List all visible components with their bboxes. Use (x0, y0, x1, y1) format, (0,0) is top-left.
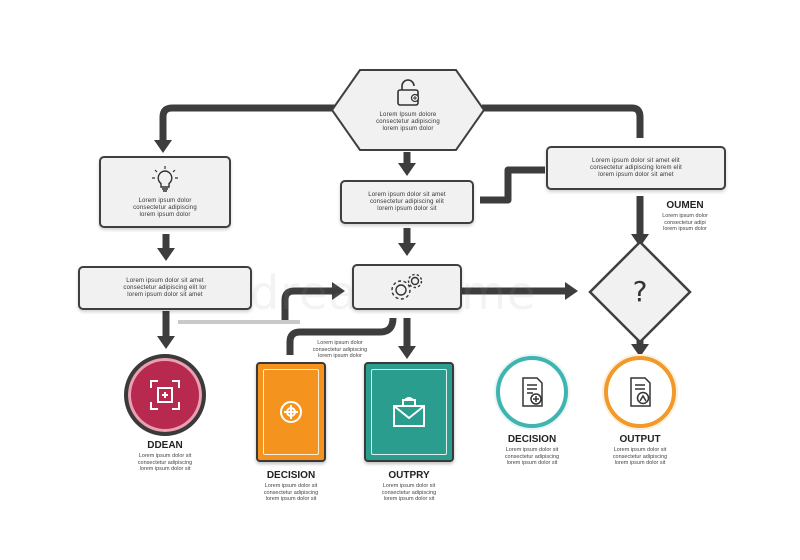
idea-box-text: Lorem ipsum dolor consectetur adipiscing… (133, 198, 197, 218)
center-step-text: Lorem ipsum dolor sit amet consectetur a… (368, 191, 446, 212)
document-icon (522, 377, 543, 407)
tile-inner-border (263, 369, 319, 455)
lock-icon (397, 79, 420, 106)
arrowhead (398, 163, 416, 176)
outcome-decision-circle-text: Lorem ipsum dolor sit consectetur adipis… (504, 447, 560, 466)
question-mark-icon: ? (632, 275, 648, 308)
outcome-outpry-text: Lorem ipsum dolor sit consectetur adipis… (381, 483, 437, 502)
outcome-outpry-tile[interactable] (364, 362, 454, 462)
arrowhead (398, 243, 416, 256)
mid-note-text: Lorem ipsum dolor consectetur adipiscing… (312, 340, 368, 359)
connector-process-curl (286, 317, 397, 355)
arrowhead (332, 282, 345, 300)
arrowhead (154, 140, 172, 153)
outcome-outpry-title: OUTPRY (388, 470, 430, 481)
arrowhead (631, 344, 649, 357)
center-step-box[interactable]: Lorem ipsum dolor sit amet consectetur a… (340, 180, 474, 224)
tile-inner-border (371, 369, 447, 455)
arrowhead (157, 336, 175, 349)
arrowhead (398, 346, 416, 359)
outcome-ddean-title: DDEAN (147, 440, 183, 451)
left-step-text: Lorem ipsum dolor sit amet consectetur a… (123, 277, 207, 298)
right-step-text: Lorem ipsum dolor sit amet elit consecte… (590, 157, 682, 178)
lightbulb-icon (152, 166, 178, 192)
outcome-decision-tile[interactable] (256, 362, 326, 462)
gears-icon (391, 273, 423, 300)
outcome-decision-circle[interactable] (496, 356, 568, 428)
right-step-box[interactable]: Lorem ipsum dolor sit amet elit consecte… (546, 146, 726, 190)
frame-icon (150, 380, 180, 410)
process-box[interactable] (352, 264, 462, 310)
outcome-ddean-text: Lorem ipsum dolor sit consectetur adipis… (137, 453, 193, 472)
side-note-text: Lorem ipsum dolor consectetur adipi lore… (662, 213, 708, 232)
start-node[interactable]: Lorem Ipsum dolore consectetur adipiscin… (360, 78, 456, 144)
envelope-icon (393, 397, 425, 427)
connector-start-right (482, 104, 644, 138)
outcome-output-text: Lorem ipsum dolor sit consectetur adipis… (612, 447, 668, 466)
start-hexagon (330, 69, 486, 151)
arrowhead (157, 248, 175, 261)
outcome-decision-circle-title: DECISION (507, 434, 557, 445)
report-icon (630, 377, 651, 407)
outcome-ddean-circle[interactable] (124, 354, 206, 436)
outcome-output-circle[interactable] (604, 356, 676, 428)
connector-start-left (159, 104, 335, 143)
decision-diamond (588, 240, 692, 344)
start-node-text: Lorem Ipsum dolore consectetur adipiscin… (376, 112, 440, 132)
left-step-box[interactable]: Lorem ipsum dolor sit amet consectetur a… (78, 266, 252, 310)
side-note-title: OUMEN (666, 200, 704, 211)
connector-center-right (480, 166, 545, 204)
arrowhead (565, 282, 578, 300)
outcome-decision-title: DECISION (266, 470, 316, 481)
target-icon (280, 401, 302, 423)
outcome-decision-text: Lorem ipsum dolor sit consectetur adipis… (263, 483, 319, 502)
connector-loop-process (281, 287, 336, 320)
outcome-output-title: OUTPUT (619, 434, 661, 445)
idea-box[interactable]: Lorem ipsum dolor consectetur adipiscing… (99, 156, 231, 228)
